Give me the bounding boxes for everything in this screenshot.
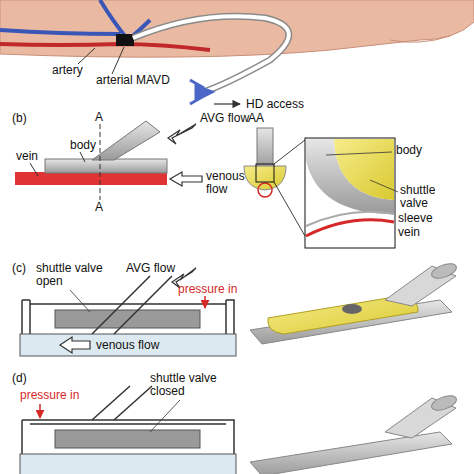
leader-line xyxy=(78,48,95,64)
part-label: body xyxy=(396,144,422,157)
housing xyxy=(22,300,234,334)
pressure-label: pressure in xyxy=(178,283,237,296)
valve-section xyxy=(244,166,286,190)
body-detail xyxy=(306,139,394,214)
zoom-line xyxy=(274,182,305,236)
shuttle-valve xyxy=(55,310,200,328)
section-line xyxy=(100,124,101,200)
forearm xyxy=(0,0,474,57)
part-label: sleeve xyxy=(398,212,433,225)
graft-branch xyxy=(92,386,152,420)
part-label: body xyxy=(70,139,96,152)
graft-branch xyxy=(92,121,160,160)
sleeve-render xyxy=(250,432,452,474)
flow-label: AVG flow xyxy=(200,112,249,125)
leader-line xyxy=(150,400,180,432)
part-label: shuttle valve closed xyxy=(150,372,235,398)
zoom-line xyxy=(274,140,305,164)
branch-section xyxy=(257,128,273,168)
leader-line xyxy=(326,152,392,155)
venous-flow-arrow xyxy=(170,172,202,186)
leader-line xyxy=(112,47,124,74)
part-label: vein xyxy=(398,226,420,239)
part-label: HD access xyxy=(246,98,304,111)
venous-channel xyxy=(20,454,236,474)
section-mark: A xyxy=(95,201,103,214)
branch-opening xyxy=(430,261,459,281)
part-label: shuttle valve xyxy=(400,184,450,210)
part-label: vein xyxy=(16,150,38,163)
valve-detail xyxy=(334,139,394,200)
artery-vessel xyxy=(0,44,210,50)
valve-port xyxy=(342,304,362,314)
hand-crease xyxy=(390,36,450,42)
part-label: arterial MAVD xyxy=(96,74,170,87)
hd-connector xyxy=(190,80,212,104)
leader-line xyxy=(80,152,85,162)
panel-label: (d) xyxy=(12,372,27,385)
avg-flow-arrow xyxy=(168,124,196,144)
zoom-frame xyxy=(305,138,395,248)
vein-section xyxy=(15,172,167,185)
flow-label: venous flow xyxy=(96,339,159,352)
pressure-arrow xyxy=(39,404,41,418)
pressure-arrow xyxy=(204,296,206,308)
access-arrow xyxy=(214,103,240,104)
section-mark: A xyxy=(95,111,103,124)
mavd-body xyxy=(45,159,167,173)
venous-channel xyxy=(20,334,236,356)
part-label: shuttle valve open xyxy=(36,262,118,288)
leader-line xyxy=(70,290,90,312)
mavd-device xyxy=(116,34,134,46)
zoom-box xyxy=(256,164,274,182)
zoom-circle xyxy=(258,183,272,197)
branch-opening xyxy=(430,393,459,413)
pressure-label: pressure in xyxy=(20,389,79,402)
graft-branch xyxy=(92,276,172,334)
shuttle-valve xyxy=(55,430,200,448)
leader-line xyxy=(30,163,38,176)
part-label: artery xyxy=(52,64,83,77)
panel-label: (b) xyxy=(12,112,27,125)
leader-line xyxy=(370,180,398,192)
panel-label: (c) xyxy=(12,262,26,275)
flow-label: AVG flow xyxy=(126,262,175,275)
vein-detail xyxy=(306,220,394,236)
flow-label: venous flow xyxy=(206,170,256,196)
section-mark: AA xyxy=(248,112,264,125)
venous-flow-arrow xyxy=(60,337,90,353)
